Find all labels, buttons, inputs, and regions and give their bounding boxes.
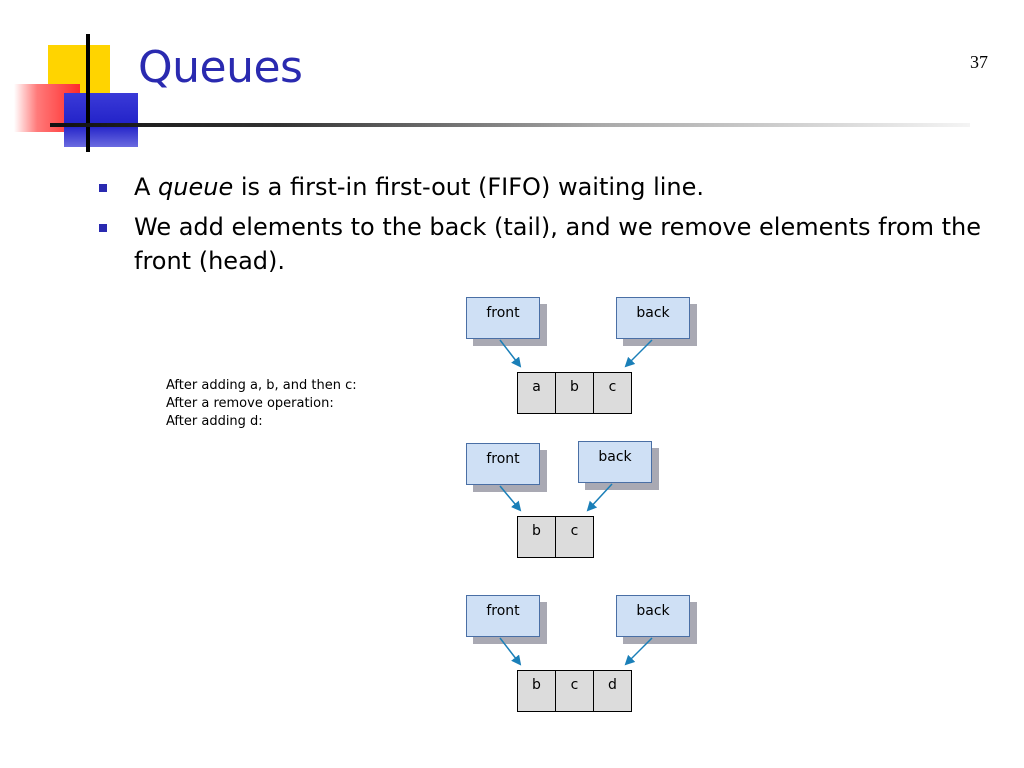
bullet-text: We add elements to the back (tail), and … [134, 213, 981, 275]
queue-cell: d [608, 677, 617, 693]
back-arrow [586, 483, 613, 512]
queue-cell: b [518, 671, 556, 711]
page-title: Queues [138, 42, 303, 93]
bullet-item: We add elements to the back (tail), and … [96, 210, 996, 278]
queue-cell: b [556, 373, 594, 413]
diagram-captions: After adding a, b, and then c: After a r… [166, 377, 357, 431]
caption-line: After adding d: [166, 414, 263, 429]
logo-vertical-line [86, 34, 90, 152]
queue-cell: c [608, 379, 617, 395]
queue-cell: b [518, 517, 556, 557]
back-pointer-label: back [616, 595, 690, 637]
front-pointer-label: front [466, 443, 540, 485]
logo-blue-block [64, 93, 138, 147]
queue-cells: a b c [517, 372, 632, 414]
bullet-text-emphasis: queue [158, 173, 234, 201]
bullet-item: A queue is a first-in first-out (FIFO) w… [96, 170, 996, 204]
queue-cell: c [570, 523, 579, 539]
bullet-square-icon [99, 224, 107, 232]
back-pointer-label: back [616, 297, 690, 339]
queue-cells: b c [517, 516, 594, 558]
bullet-list: A queue is a first-in first-out (FIFO) w… [96, 170, 996, 284]
front-pointer-label: front [466, 297, 540, 339]
bullet-text-prefix: A [134, 173, 159, 201]
bullet-square-icon [99, 184, 107, 192]
title-underline [50, 123, 970, 127]
front-arrow [499, 339, 522, 368]
bullet-text-suffix: is a first-in first-out (FIFO) waiting l… [233, 173, 705, 201]
queue-cell: c [556, 671, 594, 711]
back-pointer-label: back [578, 441, 652, 483]
queue-cell: a [518, 373, 556, 413]
page-number: 37 [970, 52, 988, 72]
back-arrow [624, 637, 653, 666]
back-arrow [624, 339, 653, 368]
queue-cells: b c d [517, 670, 632, 712]
front-arrow [499, 485, 522, 512]
caption-line: After adding a, b, and then c: [166, 378, 357, 393]
front-arrow [499, 637, 522, 666]
caption-line: After a remove operation: [166, 396, 334, 411]
front-pointer-label: front [466, 595, 540, 637]
